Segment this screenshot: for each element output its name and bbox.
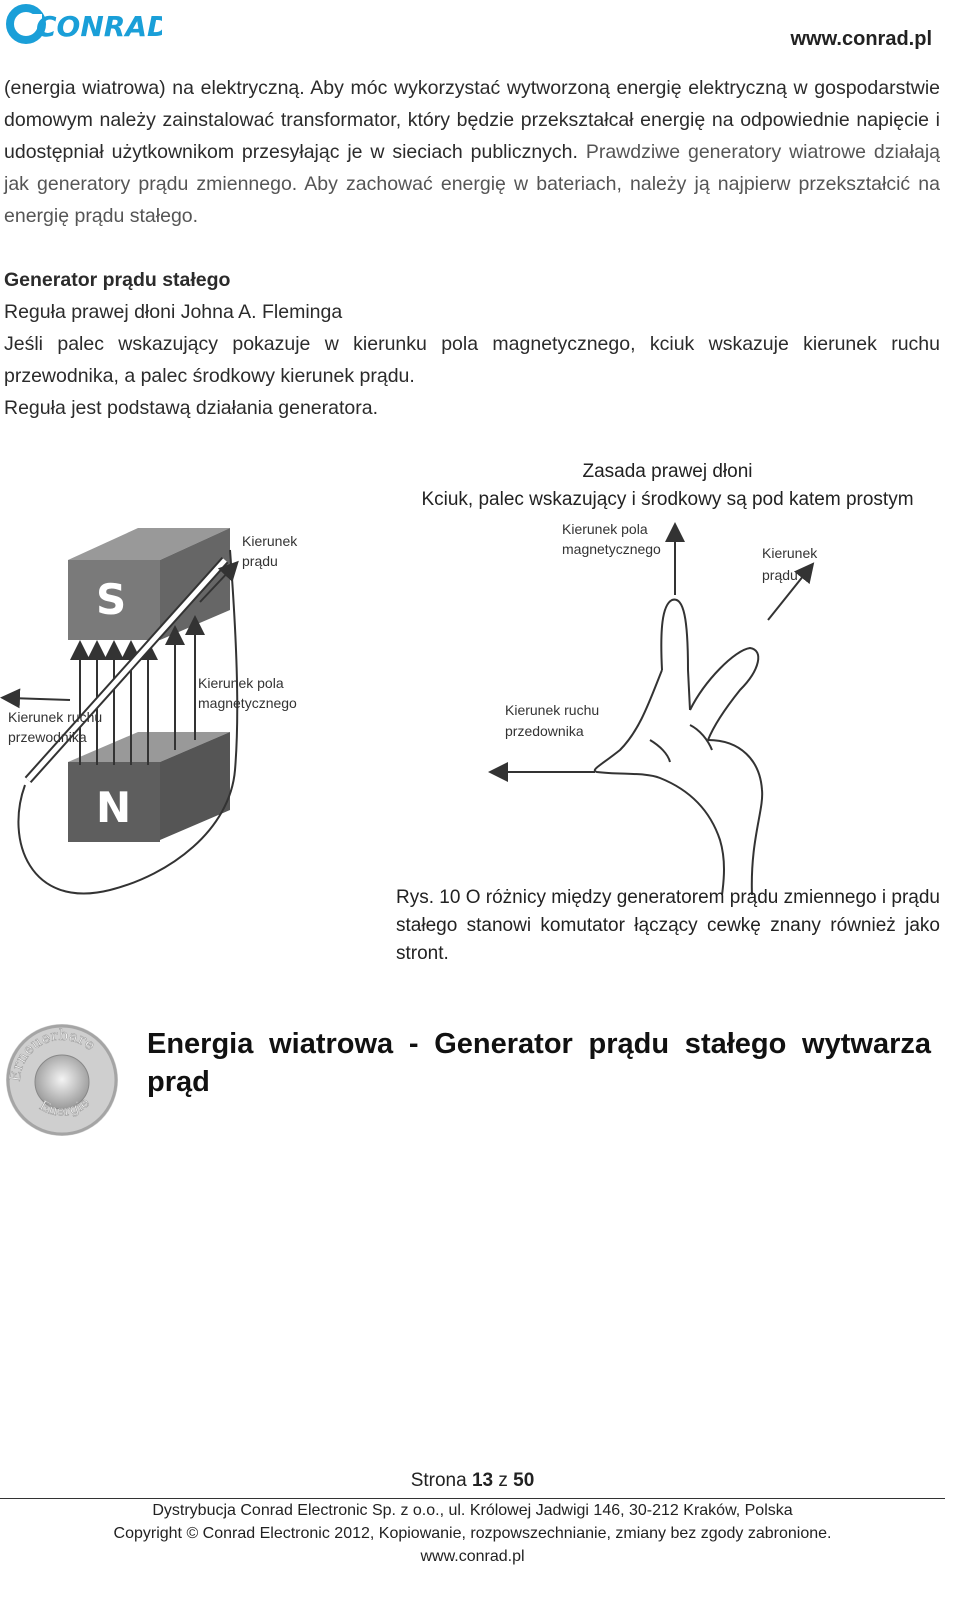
magnet-s-label: S	[96, 575, 126, 624]
left-label-field-2: magnetycznego	[198, 695, 297, 711]
left-label-motion-2: przewodnika	[8, 729, 87, 745]
right-label-motion-1: Kierunek ruchu	[505, 702, 599, 718]
footer-divider	[0, 1498, 945, 1499]
figure-caption: Rys. 10 O różnicy między generatorem prą…	[396, 887, 940, 964]
right-label-motion-2: przedownika	[505, 723, 584, 739]
page-prefix: Strona	[410, 1470, 472, 1491]
renewable-energy-seal: Erneuerbare Energie	[6, 1024, 118, 1136]
rule-note: Reguła jest podstawą działania generator…	[4, 397, 378, 419]
magnet-n-label: N	[96, 783, 131, 832]
right-label-field-2: magnetycznego	[562, 541, 661, 557]
intro-text-a: (energia wiatrowa) na elektryczną. Aby m…	[4, 77, 940, 163]
page-mid: z	[493, 1470, 514, 1491]
left-label-current-1: Kierunek	[242, 533, 298, 549]
site-url-top: www.conrad.pl	[790, 28, 933, 50]
figure-title-1: Zasada prawej dłoni	[582, 461, 753, 482]
footer-address: Dystrybucja Conrad Electronic Sp. z o.o.…	[152, 1502, 793, 1519]
rule-title: Reguła prawej dłoni Johna A. Fleminga	[4, 301, 343, 323]
page-current: 13	[471, 1470, 494, 1491]
footer-copyright: Copyright © Conrad Electronic 2012, Kopi…	[113, 1525, 832, 1542]
intro-text-b: Prawdziwe generatory wiatrowe działają j…	[4, 141, 940, 227]
right-hand-rule-figure: S N Kierunek prądu Kierunek pola magnety…	[0, 521, 818, 896]
right-label-field-1: Kierunek pola	[562, 521, 648, 537]
conrad-logo: CONRAD	[6, 4, 162, 44]
magnet-illustration: S N	[0, 528, 239, 895]
page-number: Strona 13 z 50	[0, 1470, 945, 1492]
logo-text: CONRAD	[36, 10, 162, 43]
left-label-motion-1: Kierunek ruchu	[8, 709, 102, 725]
footer-url: www.conrad.pl	[420, 1548, 525, 1565]
page-total: 50	[513, 1470, 535, 1491]
energy-title: Energia wiatrowa - Generator prądu stałe…	[147, 1028, 931, 1098]
left-label-current-2: prądu	[242, 553, 278, 569]
rule-text: Jeśli palec wskazujący pokazuje w kierun…	[4, 333, 940, 387]
right-label-current-2: prądu	[762, 567, 798, 583]
left-label-field-1: Kierunek pola	[198, 675, 284, 691]
figure-title-2: Kciuk, palec wskazujący i środkowy są po…	[421, 489, 914, 510]
hand-illustration	[593, 598, 764, 896]
section-heading: Generator prądu stałego	[4, 269, 231, 291]
intro-paragraph: (energia wiatrowa) na elektryczną. Aby m…	[4, 72, 940, 232]
right-label-current-1: Kierunek	[762, 545, 818, 561]
